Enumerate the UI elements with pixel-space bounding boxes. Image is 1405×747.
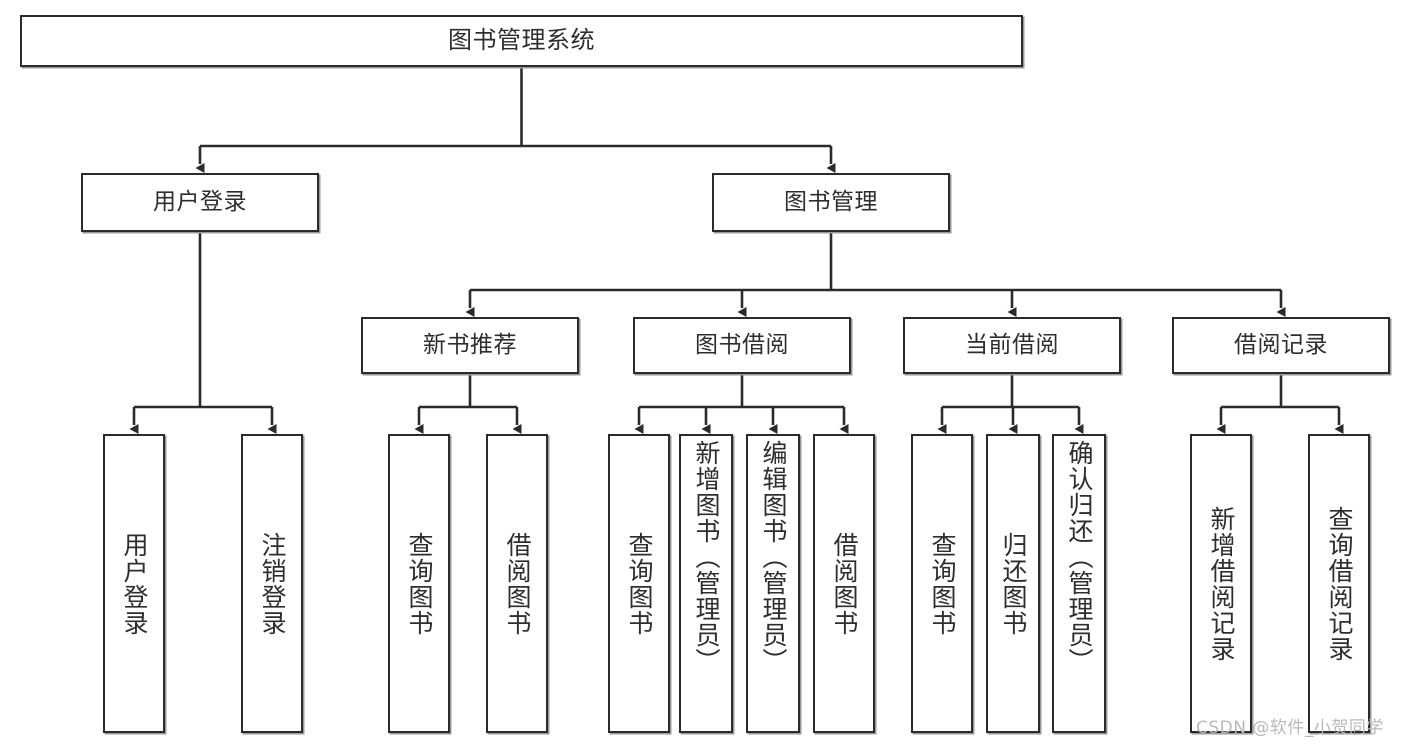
node-label-leaf-rec-query: 查询借阅记录: [1325, 505, 1354, 662]
node-leaf-bb-edit[interactable]: 编辑图书（管理员）: [746, 434, 800, 733]
node-label-newbook: 新书推荐: [423, 332, 517, 359]
node-label-login: 用户登录: [153, 189, 247, 216]
node-bookmgmt[interactable]: 图书管理: [712, 173, 950, 232]
node-leaf-cb-confirm[interactable]: 确认归还（管理员）: [1052, 434, 1106, 733]
node-label-leaf-user-logout: 注销登录: [258, 531, 287, 636]
node-label-leaf-bb-edit: 编辑图书（管理员）: [759, 440, 788, 674]
node-leaf-cb-query[interactable]: 查询图书: [911, 434, 973, 733]
node-label-leaf-nb-borrow: 借阅图书: [503, 531, 532, 636]
node-label-root: 图书管理系统: [448, 26, 595, 55]
node-current[interactable]: 当前借阅: [903, 317, 1121, 374]
node-borrow[interactable]: 图书借阅: [633, 317, 851, 374]
node-leaf-user-login[interactable]: 用户登录: [103, 434, 165, 733]
node-label-leaf-cb-confirm: 确认归还（管理员）: [1065, 440, 1094, 674]
node-records[interactable]: 借阅记录: [1172, 317, 1390, 374]
node-leaf-cb-return[interactable]: 归还图书: [986, 434, 1040, 733]
node-leaf-bb-add[interactable]: 新增图书（管理员）: [679, 434, 733, 733]
node-label-leaf-bb-add: 新增图书（管理员）: [692, 440, 721, 674]
node-root[interactable]: 图书管理系统: [20, 15, 1023, 67]
node-leaf-nb-query[interactable]: 查询图书: [388, 434, 450, 733]
node-label-leaf-bb-borrow: 借阅图书: [830, 531, 859, 636]
node-leaf-nb-borrow[interactable]: 借阅图书: [486, 434, 548, 733]
node-label-leaf-nb-query: 查询图书: [405, 531, 434, 636]
node-login[interactable]: 用户登录: [81, 173, 319, 232]
node-label-leaf-cb-return: 归还图书: [999, 531, 1028, 636]
node-leaf-bb-query[interactable]: 查询图书: [608, 434, 670, 733]
node-label-bookmgmt: 图书管理: [784, 189, 878, 216]
node-label-leaf-cb-query: 查询图书: [928, 531, 957, 636]
node-leaf-rec-query[interactable]: 查询借阅记录: [1308, 434, 1370, 733]
node-label-current: 当前借阅: [965, 332, 1059, 359]
node-leaf-rec-add[interactable]: 新增借阅记录: [1190, 434, 1252, 733]
node-label-leaf-rec-add: 新增借阅记录: [1207, 505, 1236, 662]
node-newbook[interactable]: 新书推荐: [361, 317, 579, 374]
node-label-records: 借阅记录: [1234, 332, 1328, 359]
node-leaf-bb-borrow[interactable]: 借阅图书: [813, 434, 875, 733]
node-label-borrow: 图书借阅: [695, 332, 789, 359]
node-leaf-user-logout[interactable]: 注销登录: [241, 434, 303, 733]
node-label-leaf-user-login: 用户登录: [120, 531, 149, 636]
node-label-leaf-bb-query: 查询图书: [625, 531, 654, 636]
